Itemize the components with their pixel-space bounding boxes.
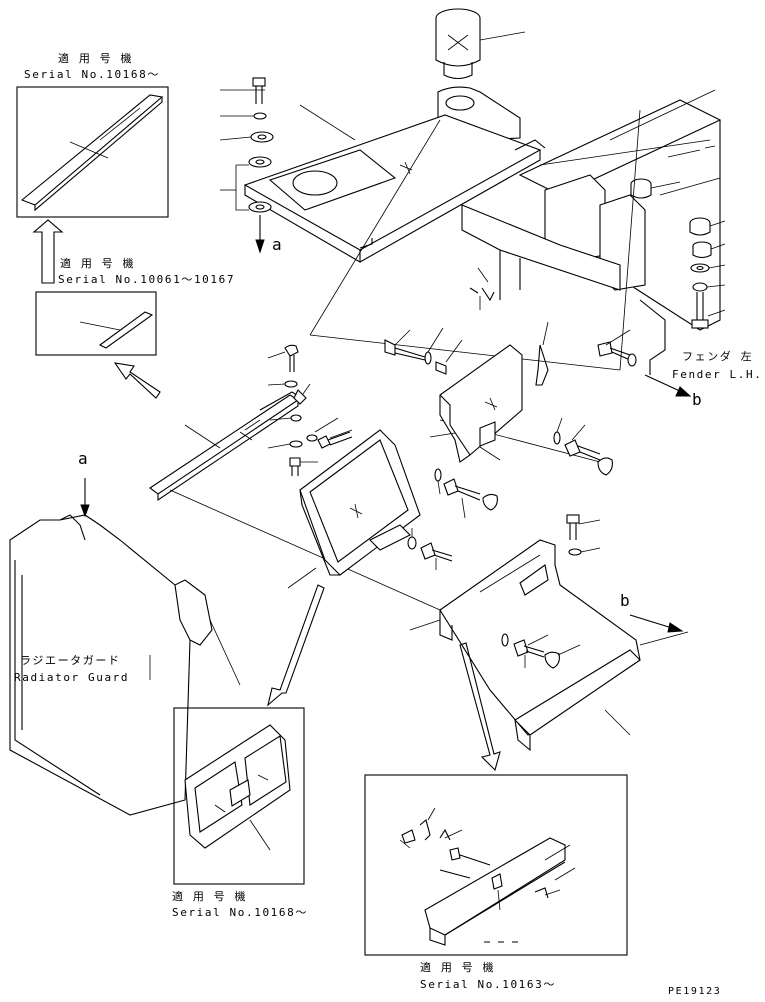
serial-label-bottom-left-en: Serial No.10168～ xyxy=(172,906,308,919)
fasteners-right-stack xyxy=(630,178,726,329)
fasteners-center xyxy=(384,267,637,476)
cover-lower-right xyxy=(409,539,641,752)
radiator-guard xyxy=(9,478,241,816)
fender-label-jp: フェンダ 左 xyxy=(682,350,754,363)
inset-bottom-right xyxy=(364,774,628,956)
panel-front-left xyxy=(287,429,421,589)
detail-arrow-cover xyxy=(459,642,501,772)
detail-arrow-rail xyxy=(113,362,161,399)
fasteners-lower-right xyxy=(501,514,601,669)
serial-label-mid-jp: 適 用 号 機 xyxy=(60,257,136,270)
inset-top-left xyxy=(16,86,169,218)
drawing-number: PE19123 xyxy=(668,986,722,997)
frame-right xyxy=(461,89,722,375)
support-plate xyxy=(243,86,546,263)
serial-label-top-jp: 適 用 号 機 xyxy=(58,52,134,65)
fasteners-left xyxy=(267,344,353,476)
serial-label-bottom-left-jp: 適 用 号 機 xyxy=(172,890,248,903)
detail-arrow-panel xyxy=(267,584,325,707)
fasteners-left-panel xyxy=(407,468,498,570)
serial-label-bottom-right-jp: 適 用 号 機 xyxy=(420,961,496,974)
serial-label-top-en: Serial No.10168～ xyxy=(24,68,160,81)
radiator-guard-label-en: Radiator Guard xyxy=(14,671,130,684)
inset-bottom-left xyxy=(173,707,305,885)
inset-mid-left xyxy=(35,291,157,356)
fender-label-en: Fender L.H. xyxy=(672,368,763,381)
reference-mark-b-lower: b xyxy=(620,591,630,610)
fasteners-top xyxy=(219,77,274,254)
reference-mark-a-left: a xyxy=(78,449,88,468)
reference-mark-b-right: b xyxy=(692,390,702,409)
serial-label-mid-en: Serial No.10061～10167 xyxy=(58,273,236,286)
serial-change-arrow-up xyxy=(32,219,64,284)
reference-mark-a-top: a xyxy=(272,235,282,254)
radiator-guard-label-jp: ラジエータガード xyxy=(20,654,121,667)
ref-arrow-b-right xyxy=(644,374,692,397)
reservoir-tank xyxy=(435,8,526,80)
bracket-center xyxy=(429,344,523,463)
ref-arrow-b-lower xyxy=(629,614,689,646)
serial-label-bottom-right-en: Serial No.10163～ xyxy=(420,978,556,991)
